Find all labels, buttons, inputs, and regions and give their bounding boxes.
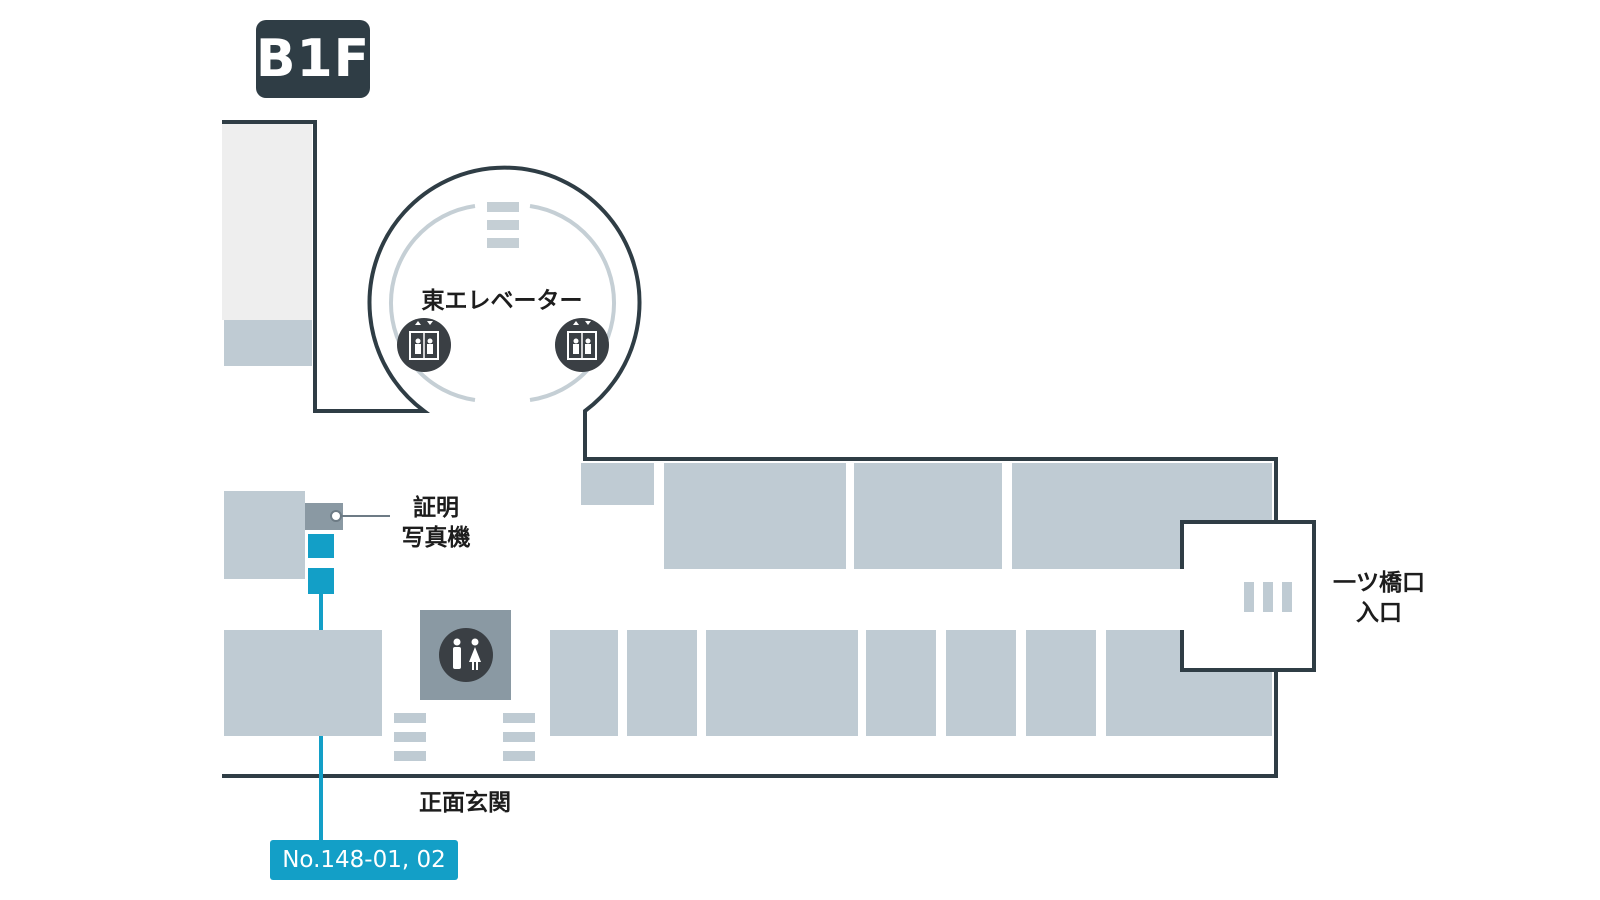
store-block [627, 630, 697, 736]
store-block [946, 630, 1016, 736]
locker-148-02 [308, 568, 334, 594]
east-elevator-label: 東エレベーター [421, 288, 583, 314]
store-block [581, 463, 654, 505]
store-block [664, 463, 846, 569]
hitotsubashi-entrance-label: 一ツ橋口 入口 [1324, 568, 1434, 628]
stairs-icon [394, 713, 535, 761]
store-block [706, 630, 858, 736]
locker-number-tag: No.148-01, 02 [270, 840, 458, 880]
stairs-icon [1244, 582, 1292, 612]
id-photo-label: 証明 写真機 [392, 493, 480, 553]
hitotsubashi-label-line1: 一ツ橋口 [1333, 570, 1425, 596]
left-light-area [222, 124, 312, 320]
id-photo-label-line1: 証明 [413, 495, 459, 521]
elevator-icon [397, 318, 451, 372]
store-block [866, 630, 936, 736]
store-block [224, 630, 382, 736]
id-photo-label-line2: 写真機 [401, 525, 471, 551]
hitotsubashi-label-line2: 入口 [1356, 600, 1402, 626]
store-block [854, 463, 1002, 569]
main-entrance-label: 正面玄関 [419, 790, 511, 816]
building-wall [222, 120, 1278, 778]
elevator-hall-arc-left [388, 204, 476, 402]
store-block [550, 630, 618, 736]
callout-dot [330, 510, 342, 522]
locker-148-01 [308, 534, 334, 558]
elevator-hall-arc-right [529, 204, 617, 402]
restroom-icon [439, 628, 493, 682]
store-block [1026, 630, 1096, 736]
store-block [224, 491, 305, 579]
floor-badge: B1F [256, 20, 370, 98]
stairs-icon [487, 202, 519, 248]
left-upper-block [224, 320, 312, 366]
elevator-icon [555, 318, 609, 372]
